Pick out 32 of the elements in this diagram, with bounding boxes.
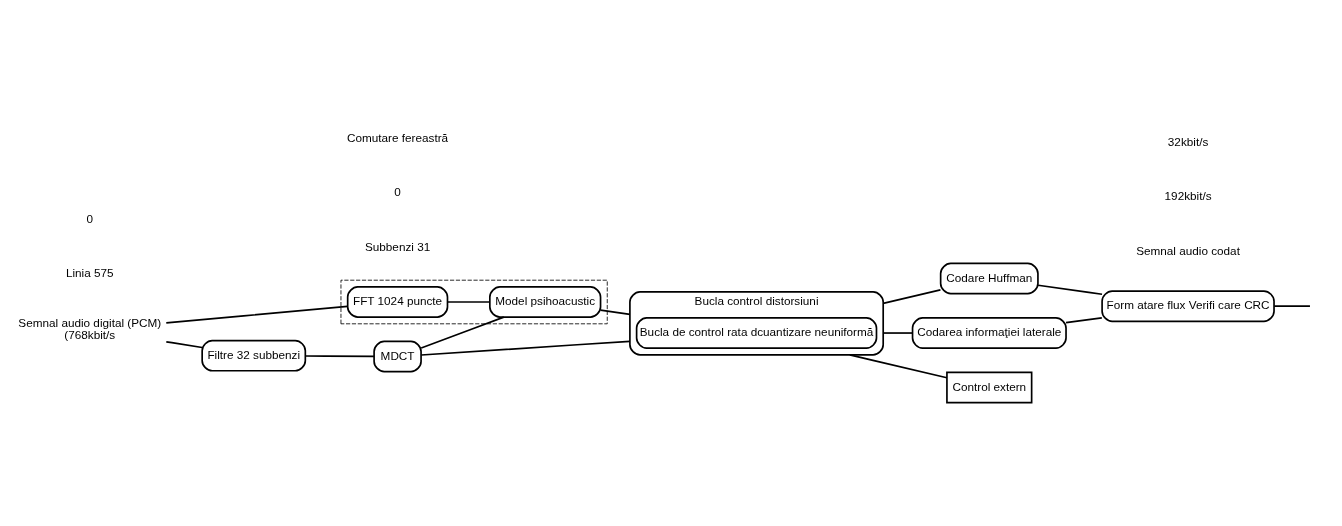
node-box: FFT 1024 puncte (346, 286, 449, 318)
connector (420, 340, 631, 356)
connector (882, 332, 914, 334)
node-box: Model psihoacustic (489, 286, 602, 318)
node-text: Semnal audio digital (PCM) (768kbit/s (18, 315, 162, 342)
node-box: Control extern (946, 371, 1033, 404)
connector (882, 289, 942, 305)
connector (599, 309, 631, 316)
label: Comutare fereastră (347, 130, 449, 144)
node-box: Form atare flux Verifi care CRC (1101, 290, 1275, 323)
label: 0 (394, 185, 401, 199)
label: Linia 575 (65, 266, 114, 280)
connector (420, 316, 505, 349)
node-box: Codarea informaţiei laterale (911, 317, 1067, 349)
connector (1273, 305, 1311, 308)
label: 0 (86, 211, 94, 225)
node-box: Filtre 32 subbenzi (201, 339, 307, 372)
connector (1065, 317, 1103, 324)
label: 32kbit/s (1167, 134, 1209, 148)
connector (304, 355, 375, 358)
connector (848, 354, 948, 379)
connector (447, 301, 491, 303)
label: Semnal audio codat (1136, 243, 1240, 257)
label: Subbenzi 31 (364, 239, 431, 253)
node-box: MDCT (373, 340, 422, 373)
node-box: Bucla de control rata dcuantizare neuniformă (635, 317, 878, 349)
connector (165, 340, 203, 349)
node-box: Codare Huffman (939, 262, 1039, 295)
connector (1037, 284, 1103, 296)
cluster (340, 279, 608, 325)
label: 192kbit/s (1164, 189, 1212, 203)
connector (165, 305, 349, 324)
